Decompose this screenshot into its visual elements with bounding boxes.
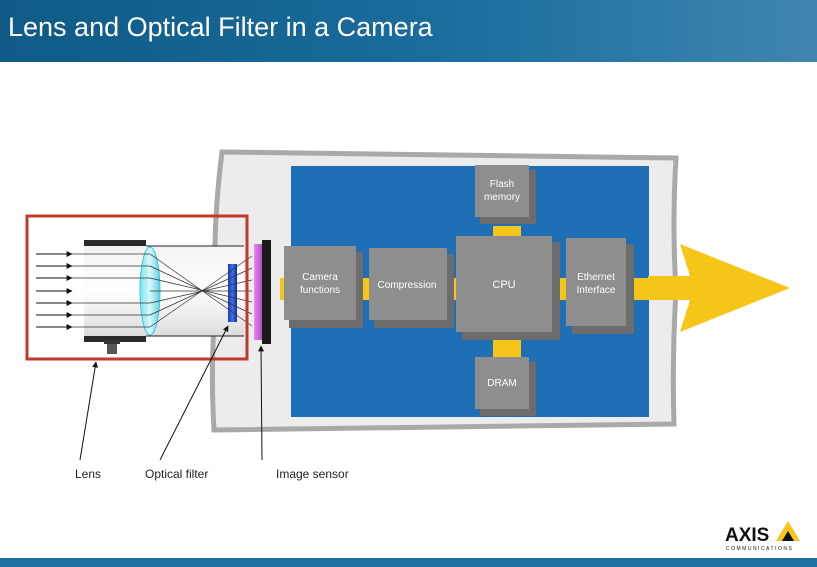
- dram-block: DRAM: [475, 357, 536, 416]
- cpu-block: CPU: [456, 236, 560, 340]
- image-sensor-callout-label: Image sensor: [276, 467, 349, 481]
- image-sensor-callout-line: [258, 345, 265, 461]
- optical-filter-element: [228, 264, 237, 322]
- cpu-label: CPU: [492, 279, 515, 291]
- ethernet-interface-block: Ethernet Interface: [566, 238, 634, 334]
- lens-filter-highlight: [25, 214, 249, 361]
- axis-logo-name: AXIS: [725, 525, 769, 546]
- focused-light-rays: [72, 253, 253, 328]
- output-arrow: [648, 244, 790, 332]
- flash-label-2: memory: [484, 192, 520, 203]
- camera-functions-label-1: Camera: [302, 272, 338, 283]
- ethernet-label-2: Interface: [577, 285, 616, 296]
- camera-functions-label-2: functions: [300, 285, 340, 296]
- ethernet-label-1: Ethernet: [577, 272, 615, 283]
- image-sensor-element: [254, 244, 262, 340]
- compression-label: Compression: [378, 280, 437, 291]
- camera-functions-block: Camera functions: [284, 246, 363, 328]
- lens-callout-label: Lens: [75, 467, 101, 481]
- flash-memory-block: Flash memory: [475, 165, 536, 224]
- optical-filter-callout-label: Optical filter: [145, 467, 208, 481]
- compression-block: Compression: [369, 248, 454, 328]
- footer-bar: [0, 558, 817, 567]
- camera-diagram: Flash memory Camera functions Compressio…: [25, 149, 800, 552]
- lens-callout-line: [79, 361, 99, 461]
- flash-label-1: Flash: [490, 179, 514, 190]
- title-bar: Lens and Optical Filter in a Camera: [0, 0, 817, 62]
- axis-logo: AXIS COMMUNICATIONS: [725, 521, 800, 552]
- dram-label: DRAM: [487, 378, 516, 389]
- optical-filter-callout-line: [159, 325, 229, 461]
- incoming-light-rays: [36, 251, 73, 330]
- axis-logo-tagline: COMMUNICATIONS: [726, 546, 793, 552]
- page-title: Lens and Optical Filter in a Camera: [8, 12, 433, 42]
